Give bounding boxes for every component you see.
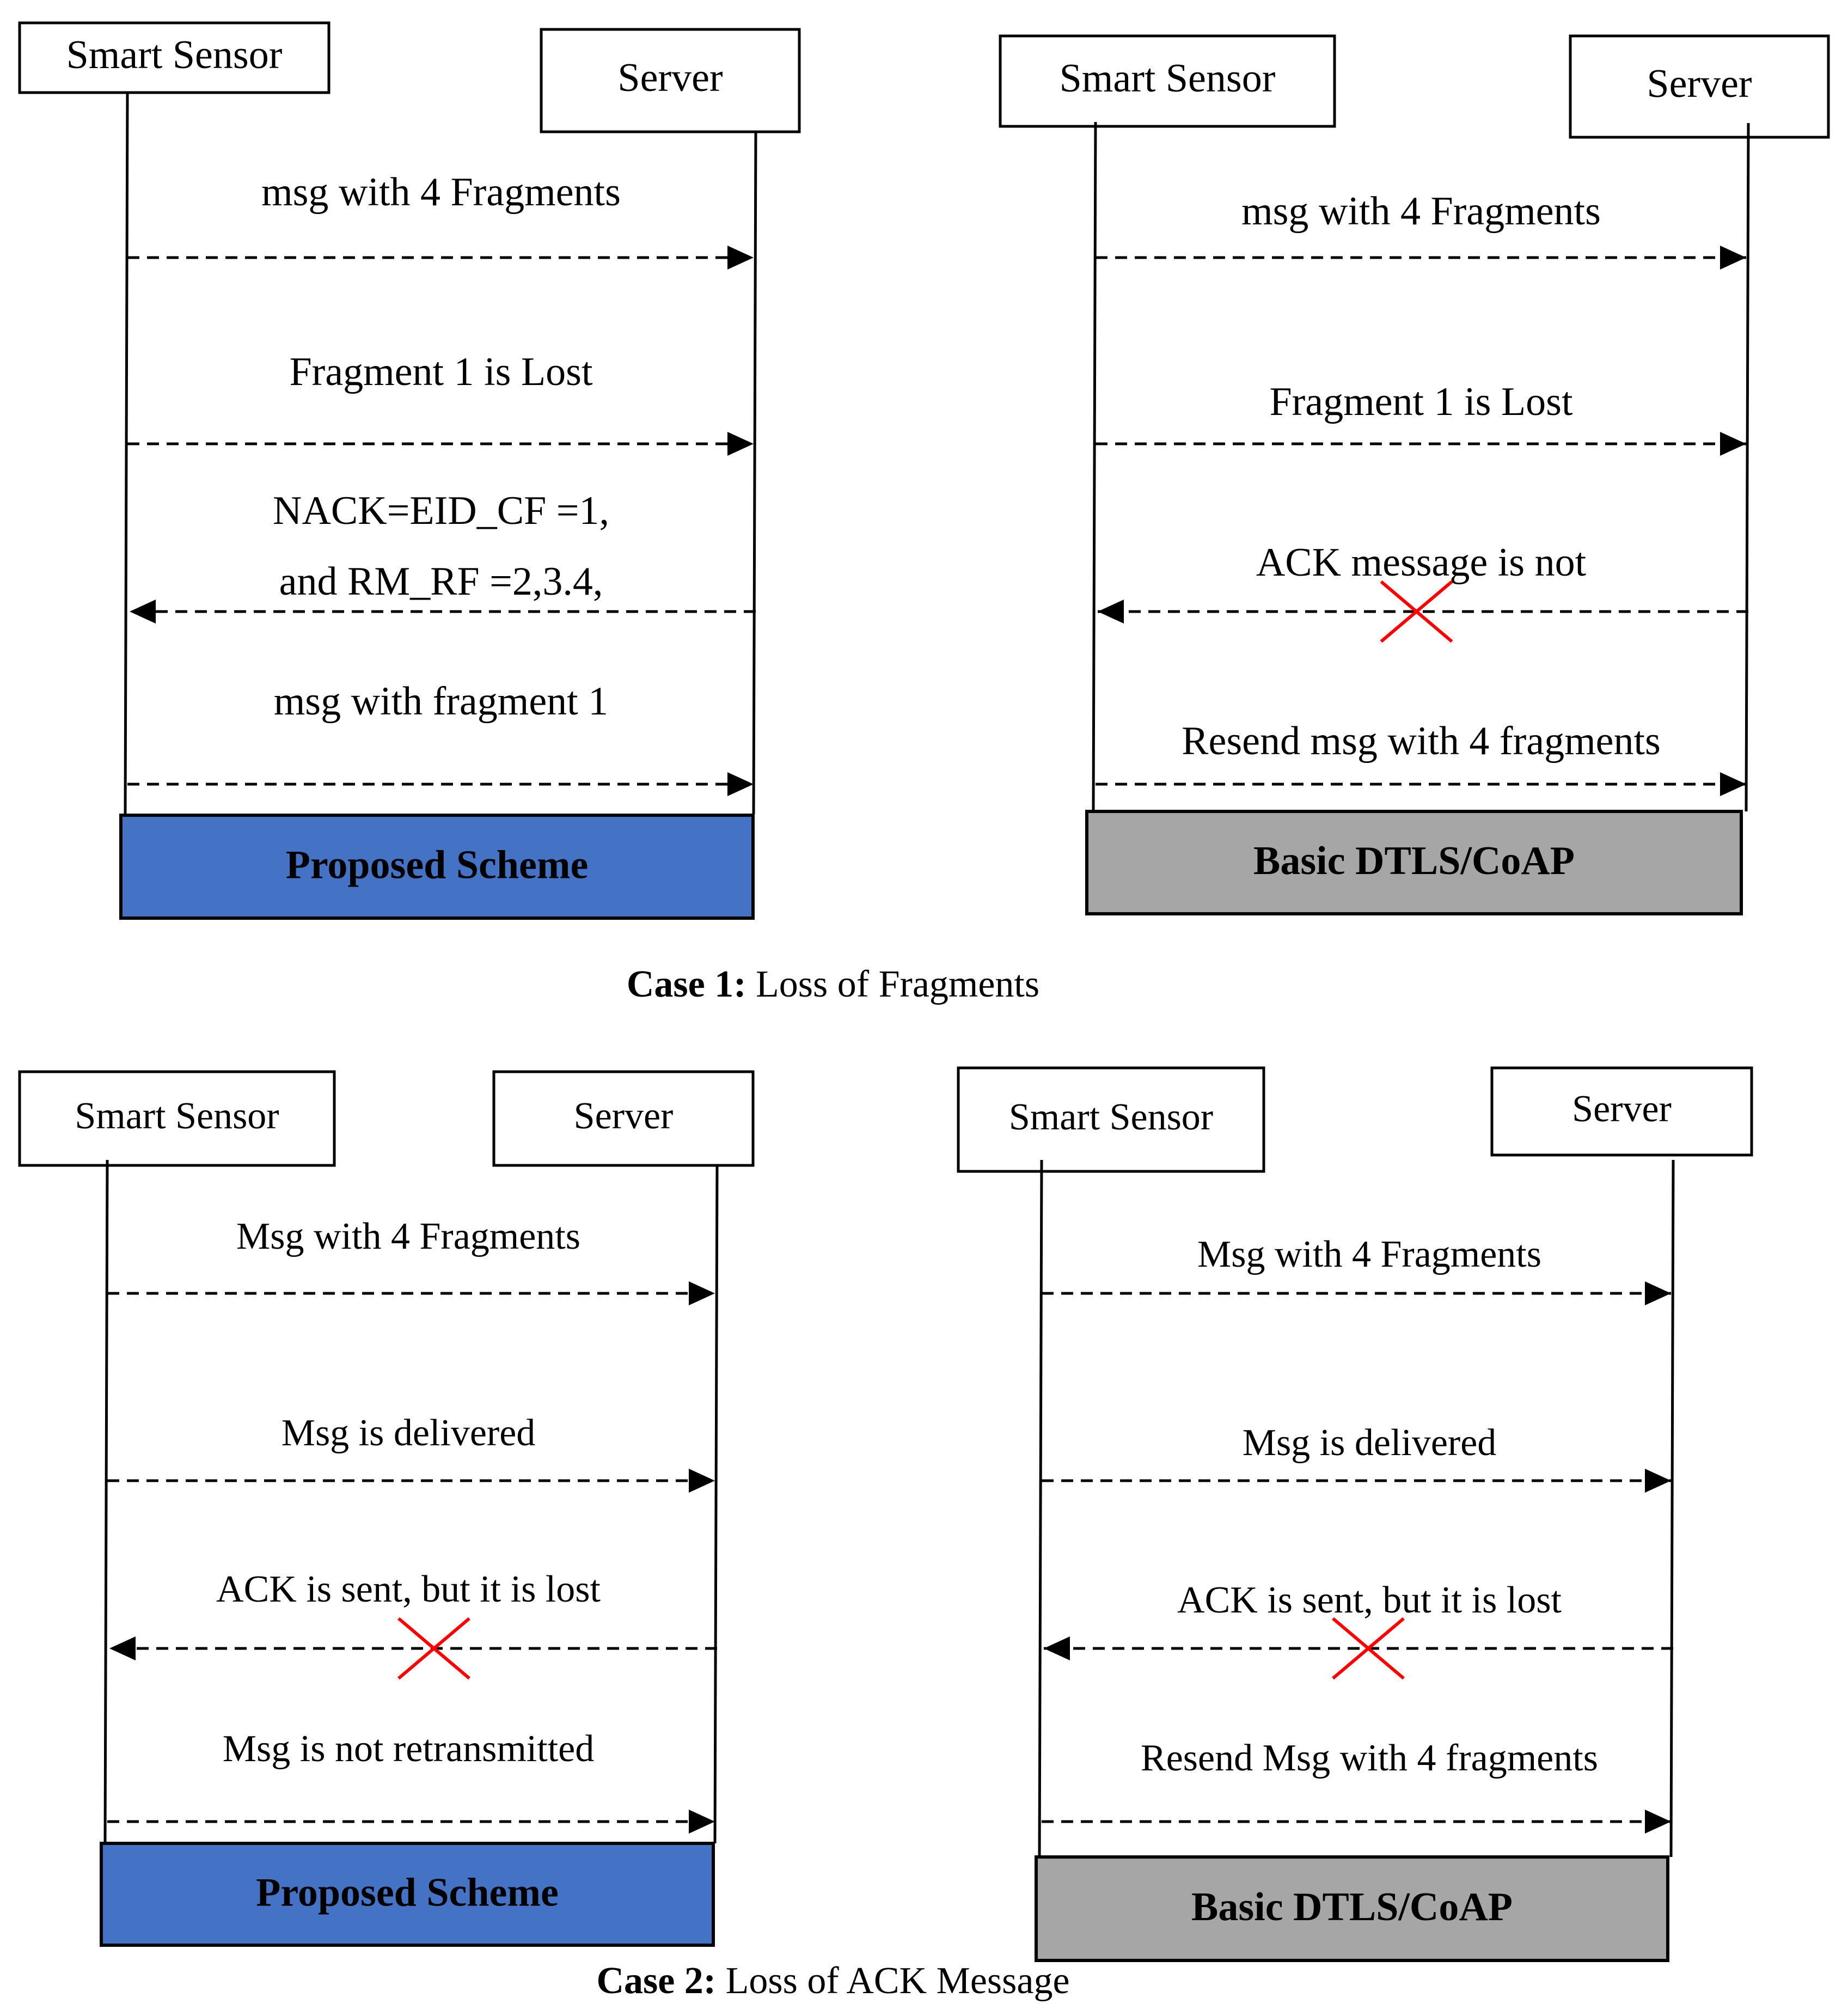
- server-box: [540, 28, 801, 133]
- server-lifeline: [1669, 1159, 1675, 1858]
- message-label: Fragment 1 is Lost: [289, 350, 592, 394]
- case1-basic-panel: Smart Sensor Server msg with 4 FragmentsFr…: [999, 34, 1830, 915]
- smart-sensor-box: [18, 21, 331, 94]
- smart-sensor-box: [999, 34, 1336, 128]
- arrowhead: [727, 432, 754, 456]
- arrowhead: [727, 772, 754, 796]
- arrowhead: [1720, 432, 1746, 456]
- smart-sensor-lifeline: [1038, 1159, 1043, 1858]
- message-label: Msg with 4 Fragments: [236, 1215, 580, 1257]
- proposed-scheme-footer: [100, 1842, 715, 1947]
- message-label: ACK is sent, but it is lost: [1177, 1579, 1562, 1621]
- server-box: [492, 1070, 755, 1167]
- message-label: Msg is delivered: [282, 1412, 536, 1454]
- message-label: msg with 4 Fragments: [261, 170, 621, 215]
- smart-sensor-label: Smart Sensor: [66, 33, 283, 77]
- lost-message-cross-icon: [1332, 1617, 1405, 1680]
- server-label: Server: [617, 56, 723, 100]
- message-label: ACK is sent, but it is lost: [216, 1568, 601, 1610]
- arrowhead: [1720, 246, 1746, 270]
- message-label: Fragment 1 is Lost: [1269, 380, 1572, 424]
- server-box: [1569, 34, 1830, 139]
- proposed-scheme-label: Proposed Scheme: [286, 842, 589, 887]
- server-label: Server: [574, 1095, 674, 1137]
- server-label: Server: [1572, 1088, 1672, 1130]
- arrowhead: [1645, 1810, 1671, 1834]
- lost-message-cross-icon: [1380, 580, 1453, 643]
- arrowhead: [109, 1636, 136, 1660]
- basic-dtls-coap-label: Basic DTLS/CoAP: [1253, 839, 1575, 883]
- message-label: Msg is not retransmitted: [223, 1728, 594, 1770]
- smart-sensor-lifeline: [103, 1159, 109, 1844]
- proposed-scheme-label: Proposed Scheme: [256, 1870, 559, 1915]
- smart-sensor-label: Smart Sensor: [75, 1095, 279, 1137]
- proposed-scheme-footer: [119, 814, 755, 920]
- smart-sensor-label: Smart Sensor: [1009, 1096, 1213, 1138]
- message-label: msg with fragment 1: [274, 679, 609, 724]
- message-label: and RM_RF =2,3.4,: [279, 559, 603, 604]
- message-label: msg with 4 Fragments: [1241, 189, 1601, 234]
- arrowhead: [1645, 1281, 1671, 1305]
- server-lifeline: [752, 131, 757, 815]
- message-label: Resend msg with 4 fragments: [1182, 719, 1661, 763]
- arrowhead: [1645, 1469, 1671, 1493]
- arrowhead: [689, 1810, 715, 1834]
- case2-caption-label: Case 2:: [596, 1960, 717, 2002]
- case2-caption-text: Loss of ACK Message: [716, 1960, 1070, 2002]
- smart-sensor-label: Smart Sensor: [1060, 56, 1276, 101]
- arrowhead: [689, 1469, 715, 1493]
- message-label: Msg with 4 Fragments: [1197, 1233, 1541, 1275]
- server-box: [1490, 1066, 1753, 1157]
- message-label: Resend Msg with 4 fragments: [1141, 1737, 1598, 1779]
- arrowhead: [689, 1281, 715, 1305]
- case1-caption-label: Case 1:: [626, 963, 746, 1005]
- basic-dtls-coap-label: Basic DTLS/CoAP: [1191, 1885, 1513, 1929]
- arrowhead: [130, 600, 156, 624]
- basic-dtls-coap-footer: [1085, 810, 1743, 915]
- server-label: Server: [1647, 62, 1752, 106]
- case1-caption: Case 1: Loss of Fragments: [0, 963, 1666, 1006]
- arrowhead: [1044, 1636, 1070, 1660]
- arrowhead: [1720, 772, 1746, 796]
- message-label: ACK message is not: [1256, 540, 1587, 585]
- smart-sensor-box: [957, 1066, 1265, 1173]
- smart-sensor-box: [18, 1070, 336, 1167]
- arrowhead: [727, 246, 754, 270]
- smart-sensor-lifeline: [124, 92, 129, 815]
- message-label: NACK=EID_CF =1,: [273, 488, 609, 533]
- case1-caption-text: Loss of Fragments: [746, 963, 1040, 1005]
- server-lifeline: [713, 1165, 719, 1844]
- arrowhead: [1098, 600, 1124, 624]
- message-label: Msg is delivered: [1243, 1422, 1497, 1464]
- smart-sensor-lifeline: [1092, 121, 1097, 812]
- server-lifeline: [1745, 123, 1750, 812]
- case2-caption: Case 2: Loss of ACK Message: [0, 1959, 1666, 2003]
- lost-message-cross-icon: [397, 1617, 470, 1680]
- basic-dtls-coap-footer: [1035, 1855, 1669, 1962]
